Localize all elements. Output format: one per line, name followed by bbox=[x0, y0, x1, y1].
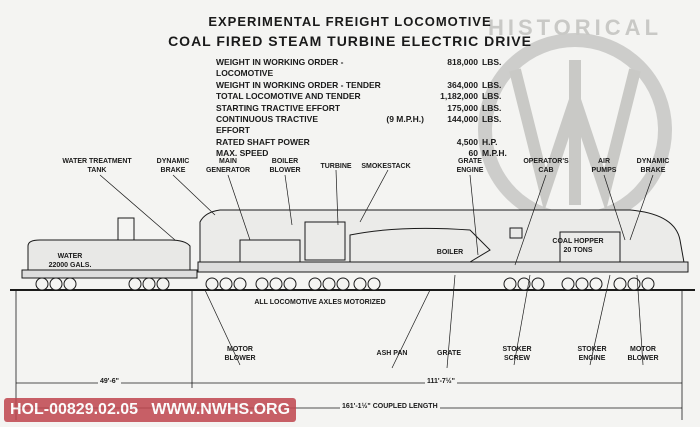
label-line: BLOWER bbox=[224, 355, 256, 362]
spec-value: 1,182,000 bbox=[440, 91, 478, 102]
tender bbox=[21, 217, 198, 279]
spec-row: WEIGHT IN WORKING ORDER - LOCOMOTIVE 818,… bbox=[216, 57, 512, 80]
label-turbine: TURBINE bbox=[320, 163, 352, 170]
label-line: WATER bbox=[57, 253, 83, 260]
label-line: GENERATOR bbox=[205, 167, 251, 174]
spec-unit: M.P.H. bbox=[482, 148, 507, 159]
dimension-locomotive: 111'-7½" bbox=[425, 378, 457, 385]
spec-unit: H.P. bbox=[482, 136, 498, 147]
spec-note bbox=[384, 80, 424, 91]
label-line: BLOWER bbox=[627, 355, 659, 362]
label-grate: GRATE bbox=[437, 350, 461, 357]
label-line: 20 TONS bbox=[563, 247, 593, 254]
spec-unit: LBS. bbox=[482, 114, 502, 125]
locomotive-body bbox=[197, 209, 689, 273]
spec-row: STARTING TRACTIVE EFFORT 175,000 LBS. bbox=[216, 103, 512, 114]
label-line: GRATE bbox=[458, 158, 482, 165]
dimension-coupled: 161'-1½" COUPLED LENGTH bbox=[340, 403, 440, 410]
label-boiler: BOILER bbox=[436, 249, 464, 256]
label-line: MOTOR bbox=[227, 346, 253, 353]
spec-value: 4,500 bbox=[456, 136, 478, 147]
spec-value: 818,000 bbox=[447, 57, 478, 67]
spec-value: 175,000 bbox=[447, 102, 478, 113]
label-stoker-screw: STOKER SCREW bbox=[502, 345, 531, 363]
label-line: ENGINE bbox=[456, 167, 484, 174]
dimension-value: 161'-1½" bbox=[342, 403, 371, 410]
spec-row: WEIGHT IN WORKING ORDER - TENDER 364,000 L… bbox=[216, 80, 512, 91]
label-line: AIR bbox=[597, 158, 611, 165]
label-line: BOILER bbox=[271, 158, 299, 165]
spec-value: 144,000 bbox=[447, 114, 478, 125]
label-motor-blower-rear: MOTOR BLOWER bbox=[224, 345, 255, 363]
spec-value: 364,000 bbox=[447, 79, 478, 90]
title-line-1: EXPERIMENTAL FREIGHT LOCOMOTIVE bbox=[208, 14, 492, 29]
label-line: STOKER bbox=[502, 346, 532, 353]
label-coal-hopper: COAL HOPPER 20 TONS bbox=[552, 237, 603, 255]
label-stoker-engine: STOKER ENGINE bbox=[577, 345, 606, 363]
spec-name: WEIGHT IN WORKING ORDER - LOCOMOTIVE bbox=[216, 57, 344, 79]
dimension-tender: 49'-6" bbox=[98, 378, 121, 385]
label-line: DYNAMIC bbox=[636, 158, 670, 165]
label-line: OPERATOR'S bbox=[523, 158, 569, 165]
label-line: COAL HOPPER bbox=[552, 238, 604, 245]
spec-name: CONTINUOUS TRACTIVE EFFORT bbox=[216, 114, 318, 136]
tender-wheels bbox=[35, 277, 170, 291]
spec-row: MAX. SPEED 60 M.P.H. bbox=[216, 148, 512, 159]
spec-note bbox=[384, 148, 424, 159]
label-line: WATER TREATMENT bbox=[62, 158, 132, 165]
label-line: 22000 GALS. bbox=[48, 262, 92, 269]
label-operators-cab: OPERATOR'S CAB bbox=[523, 157, 568, 175]
spec-note: (9 M.P.H.) bbox=[386, 114, 424, 125]
title-line-2: COAL FIRED STEAM TURBINE ELECTRIC DRIVE bbox=[168, 33, 532, 49]
spec-note bbox=[384, 137, 424, 148]
archive-id-stamp: HOL-00829.02.05 WWW.NWHS.ORG bbox=[4, 398, 297, 422]
label-line: BRAKE bbox=[640, 167, 666, 174]
label-line: BRAKE bbox=[160, 167, 186, 174]
label-air-pumps: AIR PUMPS bbox=[592, 157, 617, 175]
label-grate-engine: GRATE ENGINE bbox=[457, 157, 484, 175]
spec-name: MAX. SPEED bbox=[216, 148, 269, 159]
spec-row: TOTAL LOCOMOTIVE AND TENDER 1,182,000 LBS. bbox=[216, 91, 512, 102]
label-main-generator: MAIN GENERATOR bbox=[206, 157, 250, 175]
spec-note bbox=[384, 91, 424, 102]
label-boiler-blower: BOILER BLOWER bbox=[269, 157, 300, 175]
spec-unit: LBS. bbox=[482, 79, 502, 90]
label-line: SCREW bbox=[503, 355, 531, 362]
spec-name: STARTING TRACTIVE EFFORT bbox=[216, 102, 341, 113]
label-line: ENGINE bbox=[578, 355, 606, 362]
label-axles-motorized: ALL LOCOMOTIVE AXLES MOTORIZED bbox=[254, 299, 386, 306]
label-ash-pan: ASH PAN bbox=[376, 350, 408, 357]
spec-unit: LBS. bbox=[482, 91, 502, 102]
label-line: MOTOR bbox=[630, 346, 656, 353]
specifications-table: WEIGHT IN WORKING ORDER - LOCOMOTIVE 818,… bbox=[216, 57, 512, 160]
label-line: PUMPS bbox=[591, 167, 617, 174]
spec-row: RATED SHAFT POWER 4,500 H.P. bbox=[216, 137, 512, 148]
spec-row: CONTINUOUS TRACTIVE EFFORT (9 M.P.H.) 144,… bbox=[216, 114, 512, 137]
spec-value: 60 bbox=[468, 148, 478, 159]
label-line: MAIN bbox=[219, 158, 237, 165]
label-dynamic-brake-front: DYNAMIC BRAKE bbox=[637, 157, 670, 175]
spec-name: WEIGHT IN WORKING ORDER - TENDER bbox=[216, 79, 381, 90]
label-line: TANK bbox=[87, 167, 107, 174]
label-line: DYNAMIC bbox=[156, 158, 190, 165]
label-line: BLOWER bbox=[269, 167, 301, 174]
spec-note bbox=[384, 103, 424, 114]
label-line: CAB bbox=[538, 167, 554, 174]
label-line: STOKER bbox=[577, 346, 607, 353]
spec-unit: LBS. bbox=[482, 102, 502, 113]
label-water-capacity: WATER 22000 GALS. bbox=[49, 252, 92, 270]
label-smokestack: SMOKESTACK bbox=[361, 163, 411, 170]
spec-name: TOTAL LOCOMOTIVE AND TENDER bbox=[216, 91, 361, 102]
dimension-label: COUPLED LENGTH bbox=[372, 403, 438, 410]
label-dynamic-brake-rear: DYNAMIC BRAKE bbox=[157, 157, 190, 175]
spec-name: RATED SHAFT POWER bbox=[216, 136, 310, 147]
label-water-treatment-tank: WATER TREATMENT TANK bbox=[62, 157, 131, 175]
spec-unit: LBS. bbox=[482, 57, 502, 67]
svg-text:HISTORICAL: HISTORICAL bbox=[488, 15, 662, 40]
label-motor-blower-front: MOTOR BLOWER bbox=[627, 345, 658, 363]
locomotive-wheels bbox=[205, 277, 655, 291]
spec-note bbox=[384, 57, 424, 80]
